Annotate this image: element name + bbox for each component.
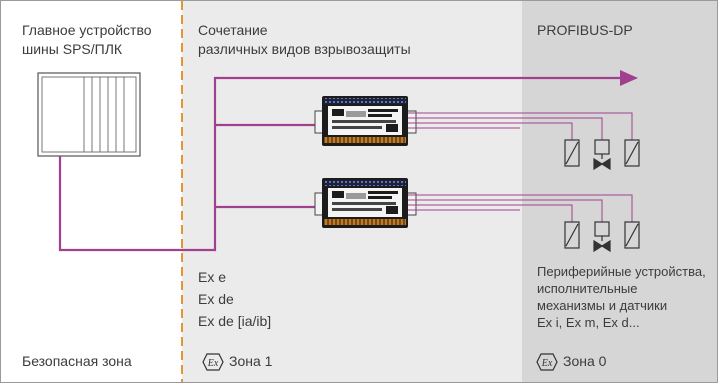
- remote-io-module-2: [314, 178, 417, 228]
- svg-text:Ex: Ex: [541, 358, 553, 369]
- field-devices-text-line2: исполнительные: [537, 281, 638, 296]
- field-wiring-1: [408, 112, 633, 140]
- plc-title-line1: Главное устройство: [22, 22, 152, 38]
- ex-mark-zone0: Ex: [536, 353, 558, 371]
- plc-device: [37, 72, 141, 157]
- protection-type-1: Ex e: [198, 269, 227, 285]
- profibus-bus-line: [58, 76, 622, 252]
- sensor-2a: [564, 221, 580, 249]
- field-devices-text-line3: механизмы и датчики: [537, 298, 668, 313]
- sensor-1a: [564, 139, 580, 167]
- zone1-title-line1: Сочетание: [198, 22, 268, 38]
- safe-zone-bg: [1, 1, 182, 382]
- protection-type-2: Ex de: [198, 291, 234, 307]
- svg-text:Ex: Ex: [207, 358, 219, 369]
- sensor-2b: [624, 221, 640, 249]
- field-devices-text-line1: Периферийные устройства,: [537, 264, 706, 279]
- remote-io-module-1: [314, 96, 417, 146]
- protection-type-3: Ex de [ia/ib]: [198, 313, 272, 329]
- field-wiring-2: [408, 194, 633, 222]
- zone0-label: Зона 0: [563, 353, 607, 369]
- ex-mark-zone1: Ex: [202, 353, 224, 371]
- zone1-title-line2: различных видов взрывозащиты: [198, 41, 411, 57]
- plc-title-line2: шины SPS/ПЛК: [22, 41, 123, 57]
- zone0-bg: [522, 1, 717, 382]
- valve-actuator-1: [593, 139, 611, 171]
- zone1-label: Зона 1: [229, 353, 273, 369]
- valve-actuator-2: [593, 221, 611, 253]
- bus-arrow-head: [620, 70, 638, 86]
- profibus-label: PROFIBUS-DP: [537, 22, 633, 38]
- safe-zone-label: Безопасная зона: [22, 353, 132, 369]
- field-devices-text-line4: Ex i, Ex m, Ex d...: [537, 315, 640, 330]
- sensor-1b: [624, 139, 640, 167]
